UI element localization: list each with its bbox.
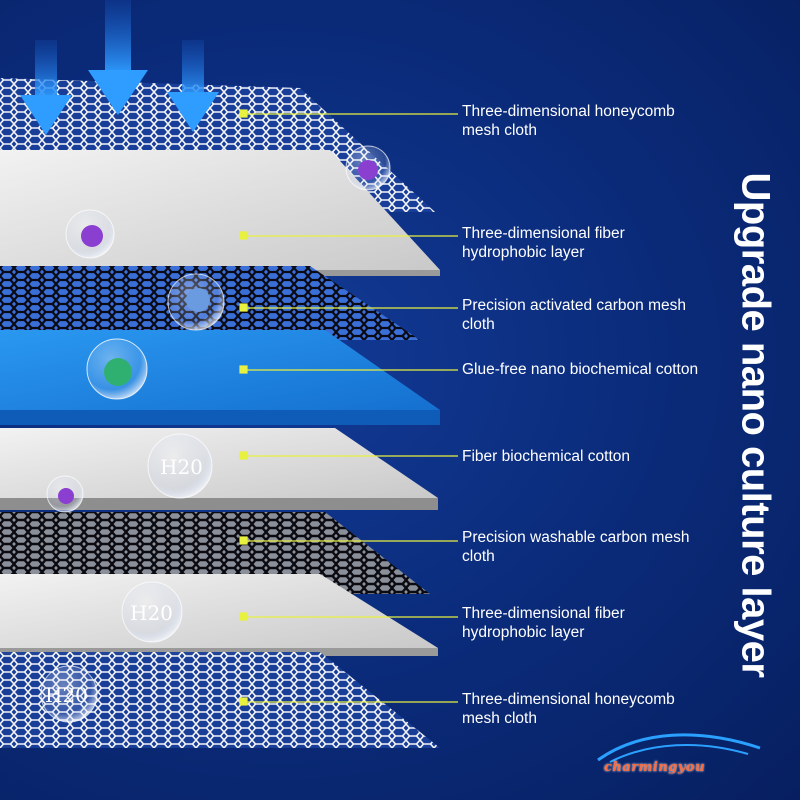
- brand-logo: charmingyou: [604, 760, 705, 775]
- bacteria-bubble-icon: [87, 339, 147, 399]
- vertical-title-text: Upgrade nano culture layer: [733, 173, 778, 678]
- layer-label-1: Three-dimensional honeycomb mesh cloth: [462, 102, 712, 140]
- virus-bubble-icon: [346, 146, 390, 190]
- layer-label-2: Three-dimensional fiber hydrophobic laye…: [462, 224, 712, 262]
- layer-label-8: Three-dimensional honeycomb mesh cloth: [462, 690, 712, 728]
- layer-label-5: Fiber biochemical cotton: [462, 447, 712, 466]
- bacteria-bubble-icon: [168, 274, 224, 330]
- h2o-bubble-label: H20: [130, 601, 173, 625]
- virus-bubble-icon: [66, 210, 114, 258]
- h2o-bubble-label: H20: [160, 455, 203, 479]
- layer-label-4: Glue-free nano biochemical cotton: [462, 360, 712, 379]
- layer-label-7: Three-dimensional fiber hydrophobic laye…: [462, 604, 712, 642]
- h2o-bubble-label: H20: [45, 683, 88, 707]
- car-logo-icon: [598, 735, 760, 762]
- vertical-title: Upgrade nano culture layer: [735, 135, 775, 715]
- layer-label-6: Precision washable carbon mesh cloth: [462, 528, 712, 566]
- layer-label-3: Precision activated carbon mesh cloth: [462, 296, 712, 334]
- virus-bubble-icon: [47, 476, 83, 512]
